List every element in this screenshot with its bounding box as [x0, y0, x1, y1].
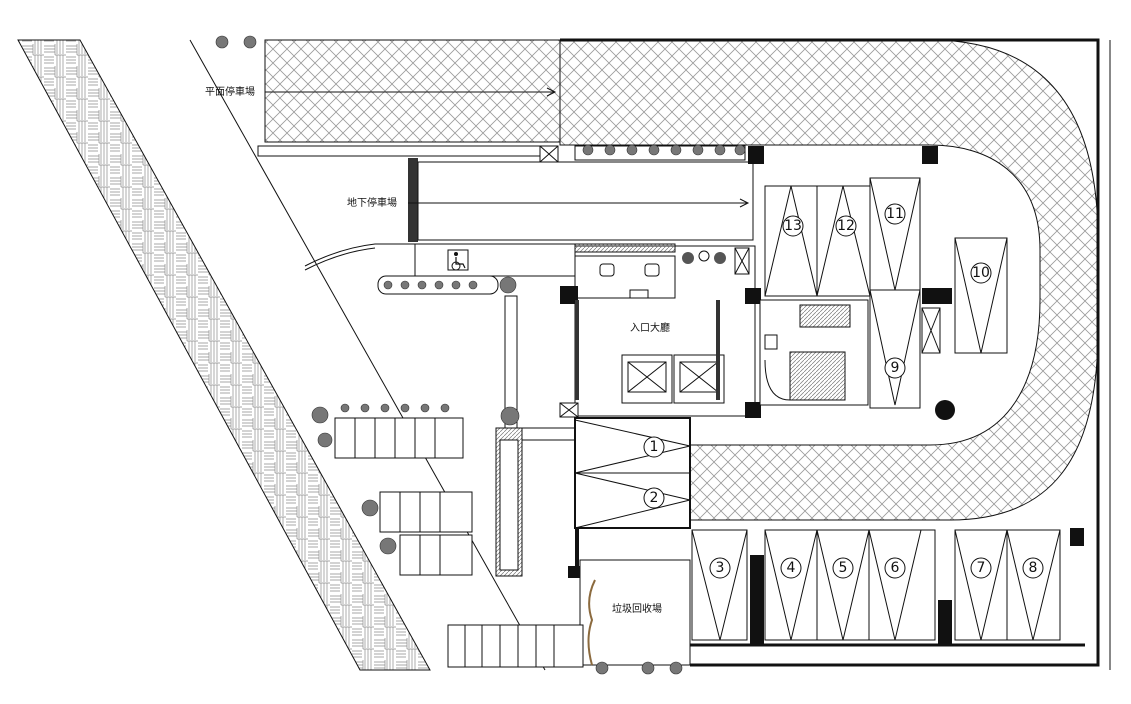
- basement-parking-label: 地下停車場: [347, 196, 397, 209]
- parking-space-8: 8: [1029, 560, 1038, 576]
- parking-space-5: 5: [839, 560, 848, 576]
- surface-parking-area: [264, 39, 1099, 521]
- parking-space-10: 10: [972, 265, 990, 281]
- entrance-lobby-label: 入口大廳: [630, 321, 670, 334]
- pergola-walkway: [495, 295, 575, 577]
- parking-space-9: 9: [891, 360, 900, 376]
- parking-space-2: 2: [650, 490, 659, 506]
- parking-space-4: 4: [787, 560, 796, 576]
- parking-block-1-2: [568, 417, 691, 578]
- wheelchair-icon: [451, 252, 466, 271]
- garbage-room-label: 垃圾回收場: [612, 602, 662, 615]
- north-wall: [257, 145, 746, 163]
- parking-block-3-8: [690, 528, 1085, 647]
- building-core: [559, 243, 761, 418]
- parking-space-12: 12: [837, 218, 855, 234]
- site-boundary: [560, 38, 1111, 670]
- garbage-room: [579, 559, 691, 666]
- parking-space-1: 1: [650, 439, 659, 455]
- parking-space-6: 6: [891, 560, 900, 576]
- wood-walkway: [17, 39, 546, 671]
- parking-space-11: 11: [886, 206, 904, 222]
- parking-space-7: 7: [977, 560, 986, 576]
- tree-icon: [215, 35, 746, 675]
- surface-parking-label: 平面停車場: [205, 85, 255, 98]
- parking-space-3: 3: [716, 560, 725, 576]
- elevator-icon: [621, 354, 725, 404]
- basement-ramp: [265, 87, 754, 271]
- stair-icon: [759, 299, 869, 406]
- parking-space-13: 13: [784, 218, 802, 234]
- bike-stalls: [334, 417, 584, 668]
- parking-space-numbers: 1 2 3 4 5 6 7 8 9 10 11 12 13: [643, 203, 1044, 579]
